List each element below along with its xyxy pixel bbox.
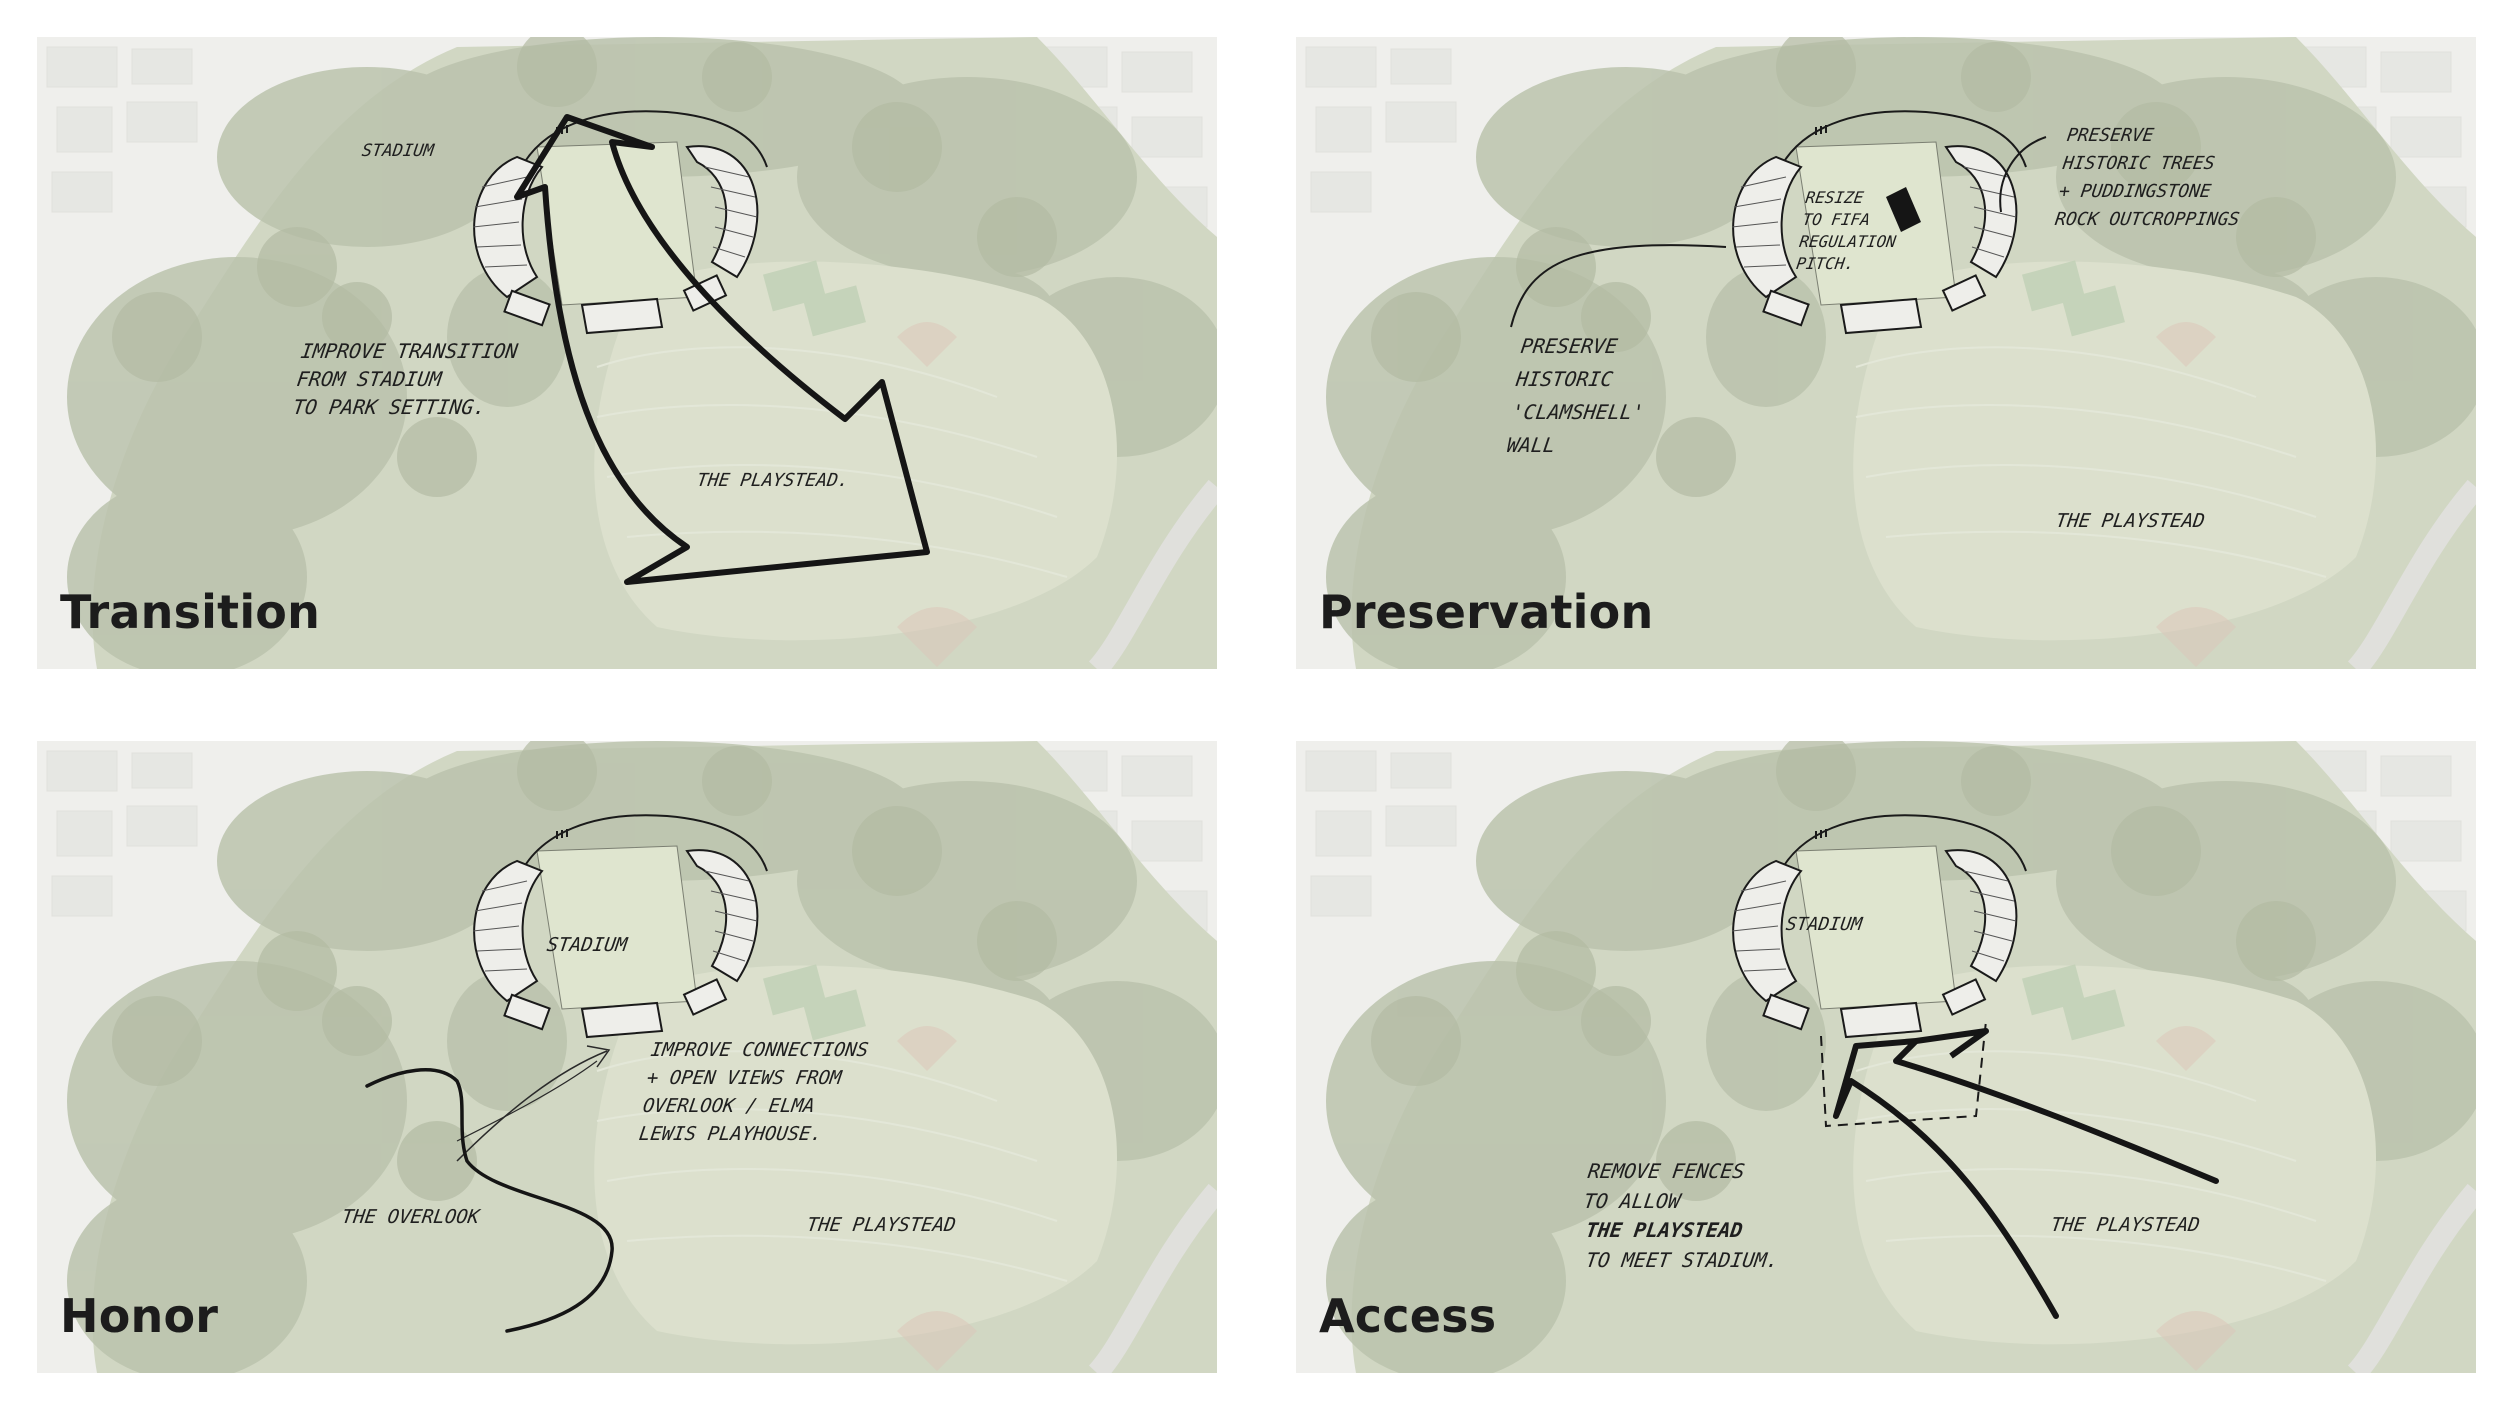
panel-title: Access <box>1319 1289 1497 1343</box>
panel-title: Honor <box>60 1289 219 1343</box>
connection-arrow <box>456 1050 608 1162</box>
aerial-map <box>1296 741 2476 1373</box>
overlook-path <box>365 1068 614 1333</box>
note-meet-stadium: TO MEET STADIUM. <box>1584 1248 1781 1272</box>
panel-preservation: RESIZE TO FIFA REGULATION PITCH. PRESERV… <box>1296 37 2476 669</box>
note-overlook: THE OVERLOOK <box>340 1206 481 1228</box>
note-preserve-wall: PRESERVE HISTORIC 'CLAMSHELL' WALL <box>1505 334 1646 457</box>
note-remove-playstead: THE PLAYSTEAD <box>1584 1218 1745 1242</box>
note-stadium: STADIUM <box>1784 914 1864 935</box>
note-playstead: THE PLAYSTEAD. <box>695 470 851 491</box>
note-playstead: THE PLAYSTEAD <box>2049 1214 2202 1236</box>
note-stadium: STADIUM <box>545 934 629 956</box>
note-improve-transition: IMPROVE TRANSITION FROM STADIUM TO PARK … <box>291 339 520 419</box>
note-improve-connections: IMPROVE CONNECTIONS + OPEN VIEWS FROM OV… <box>637 1039 870 1145</box>
panel-title: Preservation <box>1319 585 1654 639</box>
note-preserve-trees: PRESERVE HISTORIC TREES + PUDDINGSTONE R… <box>2053 125 2241 230</box>
leader-wall <box>1510 244 1727 328</box>
note-playstead: THE PLAYSTEAD <box>805 1214 958 1236</box>
panel-transition: STADIUM IMPROVE TRANSITION FROM STADIUM … <box>37 37 1217 669</box>
aerial-map <box>37 37 1217 669</box>
note-remove-fences: REMOVE FENCES TO ALLOW <box>1582 1159 1747 1213</box>
leader-trees <box>1999 136 2047 213</box>
aerial-map <box>1296 37 2476 669</box>
note-resize: RESIZE TO FIFA REGULATION PITCH. <box>1795 188 1898 273</box>
note-playstead: THE PLAYSTEAD <box>2054 510 2207 532</box>
pitch-marker <box>1886 187 1921 232</box>
panel-title: Transition <box>60 585 321 639</box>
panel-honor: STADIUM IMPROVE CONNECTIONS + OPEN VIEWS… <box>37 741 1217 1373</box>
note-stadium: STADIUM <box>360 141 436 161</box>
transition-arrow <box>514 114 930 585</box>
aerial-map <box>37 741 1217 1373</box>
panel-access: STADIUM REMOVE FENCES TO ALLOW THE PLAYS… <box>1296 741 2476 1373</box>
access-arrow <box>1833 1038 2219 1319</box>
